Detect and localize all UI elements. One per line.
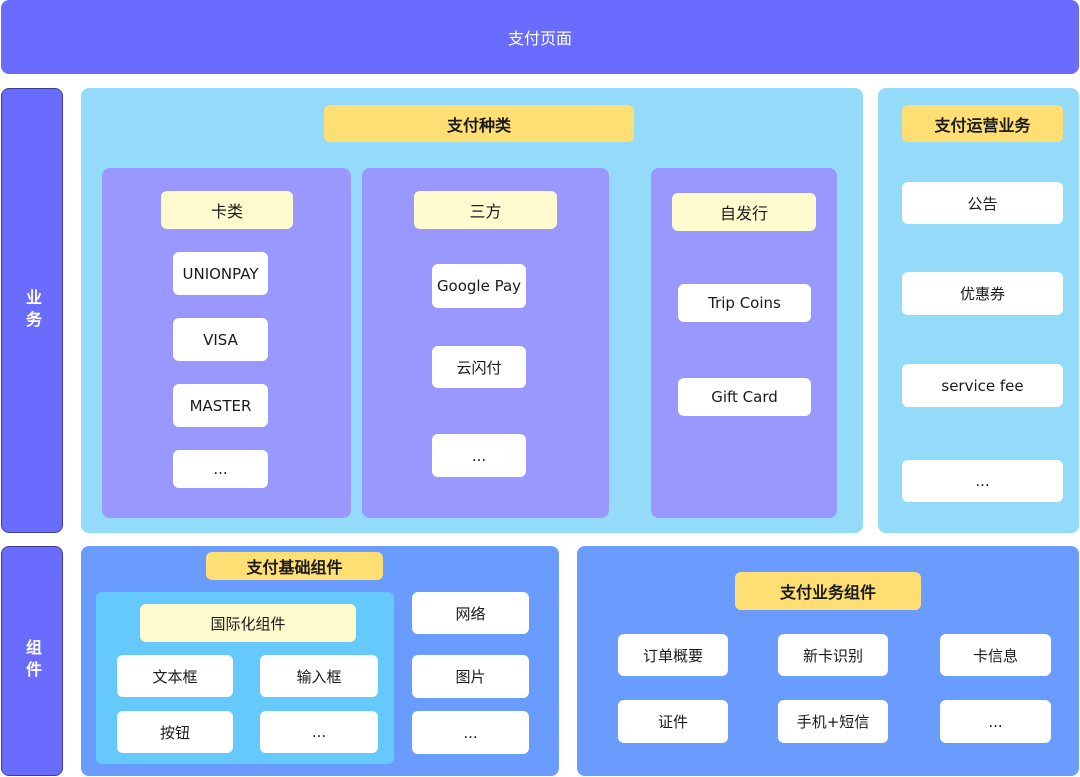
self-issued-title: 自发行 (672, 193, 816, 231)
chip-new-card-detect: 新卡识别 (778, 634, 888, 676)
business-side-label: 业务 (1, 88, 63, 533)
business-components-title: 支付业务组件 (735, 572, 921, 610)
chip-image: 图片 (412, 655, 529, 698)
chip-cards-more: ... (173, 450, 268, 488)
chip-trip-coins: Trip Coins (678, 284, 811, 322)
chip-gift-card: Gift Card (678, 378, 811, 416)
chip-service-fee: service fee (902, 364, 1063, 407)
chip-business-more: ... (940, 700, 1051, 743)
chip-master: MASTER (173, 384, 268, 427)
base-components-title: 支付基础组件 (206, 552, 383, 580)
chip-input-box: 输入框 (260, 655, 378, 697)
third-party-title: 三方 (414, 191, 557, 229)
page-header: 支付页面 (1, 0, 1079, 74)
chip-order-summary: 订单概要 (618, 634, 728, 676)
chip-google-pay: Google Pay (432, 264, 526, 308)
chip-visa: VISA (173, 318, 268, 361)
i18n-components-title: 国际化组件 (140, 604, 356, 642)
cards-title: 卡类 (161, 191, 293, 229)
chip-i18n-more: ... (260, 711, 378, 753)
business-label-text: 业务 (23, 288, 42, 333)
chip-card-info: 卡信息 (940, 634, 1051, 676)
chip-operations-more: ... (902, 460, 1063, 502)
chip-id-document: 证件 (618, 700, 728, 743)
chip-unionpay: UNIONPAY (173, 252, 268, 295)
chip-yunshanfu: 云闪付 (432, 346, 526, 388)
components-label-text: 组件 (23, 639, 42, 683)
chip-announcement: 公告 (902, 182, 1063, 224)
chip-button: 按钮 (117, 711, 233, 753)
page-title: 支付页面 (507, 29, 572, 48)
chip-phone-sms: 手机+短信 (778, 700, 888, 743)
chip-base-more: ... (412, 711, 529, 754)
chip-network: 网络 (412, 592, 529, 634)
chip-text-box: 文本框 (117, 655, 233, 697)
chip-third-party-more: ... (432, 434, 526, 477)
operations-title: 支付运营业务 (902, 105, 1063, 142)
chip-coupon: 优惠券 (902, 272, 1063, 315)
components-side-label: 组件 (1, 546, 63, 776)
payment-types-title: 支付种类 (324, 105, 634, 142)
